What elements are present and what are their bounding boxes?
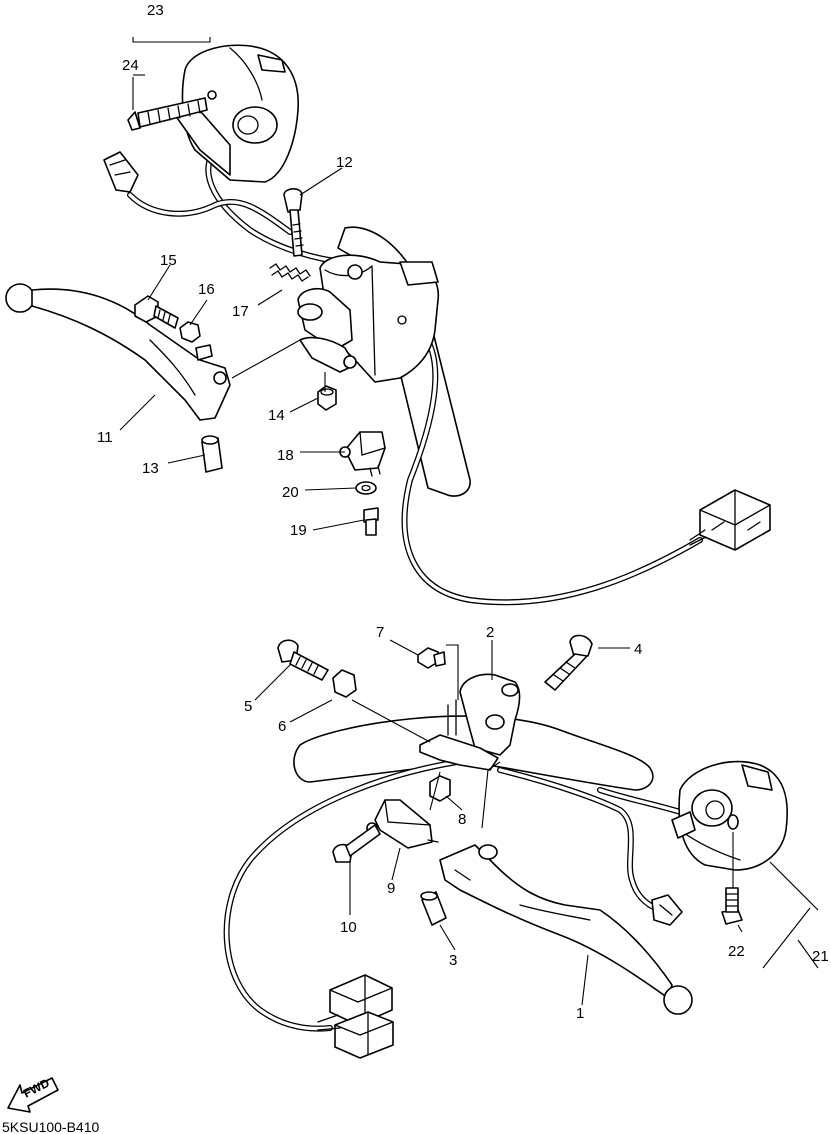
nut-8 xyxy=(429,775,451,802)
part-label-11: 11 xyxy=(97,429,113,446)
screw-19 xyxy=(363,507,379,536)
part-label-5: 5 xyxy=(244,698,252,715)
nut-16 xyxy=(179,321,201,343)
spring-17 xyxy=(269,263,311,282)
part-label-4: 4 xyxy=(634,641,642,658)
part-label-1: 1 xyxy=(576,1005,584,1022)
brake-master-cylinder xyxy=(297,254,440,383)
bolt-12 xyxy=(283,188,304,257)
screw-7 xyxy=(417,647,446,669)
part-label-8: 8 xyxy=(458,811,466,828)
lower-small-coupler xyxy=(651,894,683,926)
part-label-24: 24 xyxy=(122,57,139,74)
part-label-7: 7 xyxy=(376,624,384,641)
part-label-16: 16 xyxy=(198,281,215,298)
clutch-switch-9 xyxy=(366,799,439,849)
collar-3 xyxy=(420,891,447,926)
forward-arrow-icon: FWD xyxy=(7,1076,59,1113)
brake-lever-11 xyxy=(5,283,231,421)
collar-13 xyxy=(201,435,223,473)
part-label-19: 19 xyxy=(290,522,307,539)
part-label-15: 15 xyxy=(160,252,177,269)
bolt-10 xyxy=(332,824,381,863)
screw-24 xyxy=(127,97,208,131)
bolt-5 xyxy=(277,639,329,681)
bolt-4 xyxy=(544,634,593,691)
part-label-18: 18 xyxy=(277,447,294,464)
part-label-12: 12 xyxy=(336,154,353,171)
part-number-labels: 23 24 12 15 16 17 11 13 14 18 20 19 2 7 … xyxy=(97,2,829,1022)
part-label-13: 13 xyxy=(142,460,159,477)
part-label-10: 10 xyxy=(340,919,357,936)
lower-couplers xyxy=(317,974,394,1059)
part-label-23: 23 xyxy=(147,2,164,19)
part-label-17: 17 xyxy=(232,303,249,320)
part-label-9: 9 xyxy=(387,880,395,897)
part-label-20: 20 xyxy=(282,484,299,501)
upper-coupler xyxy=(689,489,771,551)
part-label-6: 6 xyxy=(278,718,286,735)
washer-20 xyxy=(355,481,377,495)
nut-6 xyxy=(332,669,357,698)
lever-holder-2 xyxy=(419,673,521,771)
nut-14 xyxy=(317,385,337,411)
bolt-15 xyxy=(134,295,179,329)
part-label-22: 22 xyxy=(728,943,745,960)
brake-switch-18 xyxy=(339,431,386,477)
left-switch-housing xyxy=(671,760,789,871)
drawing-code: 5KSU100-B410 xyxy=(2,1119,100,1134)
part-label-21: 21 xyxy=(812,948,829,965)
part-label-2: 2 xyxy=(486,624,494,641)
part-label-14: 14 xyxy=(268,407,285,424)
clutch-lever-1 xyxy=(439,844,693,1015)
screw-22 xyxy=(721,887,743,925)
upper-assembly xyxy=(5,37,771,606)
part-label-3: 3 xyxy=(449,952,457,969)
lower-assembly xyxy=(223,634,819,1059)
terminal-connector xyxy=(103,151,139,193)
